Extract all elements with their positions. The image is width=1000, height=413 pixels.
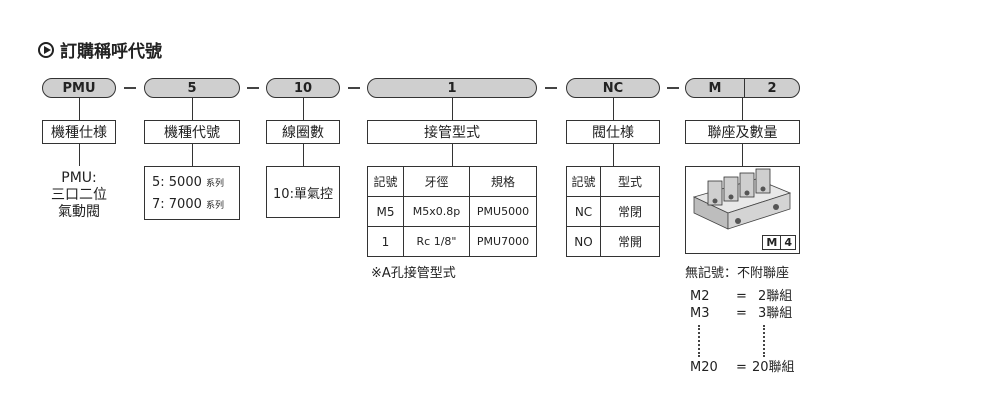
model-code-value: 5: 5000 <box>152 175 202 190</box>
table-header-cell: 型式 <box>600 166 660 197</box>
coil-text: 10:單氣控 <box>273 186 333 202</box>
header-valve: 閥仕様 <box>566 120 660 144</box>
model-code-value: 7: 7000 <box>152 197 202 212</box>
list-item-eq: = <box>736 306 747 321</box>
table-row: NC 常閉 <box>566 196 660 227</box>
table-cell: PMU7000 <box>469 226 537 257</box>
model-spec-line: 三口二位 <box>51 187 107 203</box>
connector <box>303 144 304 166</box>
pill-model: PMU <box>42 78 116 98</box>
table-cell: 常閉 <box>600 196 660 227</box>
table-cell: 常開 <box>600 226 660 257</box>
play-circle-icon <box>38 41 54 58</box>
manifold-label-m: M <box>763 236 782 249</box>
dash-separator <box>247 87 259 89</box>
header-manifold: 聯座及數量 <box>685 120 800 144</box>
list-item-code: M2 <box>690 289 710 304</box>
table-cell: 1 <box>367 226 404 257</box>
pill-manifold-m: M <box>686 79 745 97</box>
list-item-code: M3 <box>690 306 710 321</box>
header-port: 接管型式 <box>367 120 537 144</box>
list-item-value: 20聯組 <box>752 360 795 375</box>
header-model-code: 機種代號 <box>144 120 240 144</box>
list-item: M20 = 20聯組 <box>690 359 795 376</box>
connector <box>452 144 453 166</box>
pill-model-code: 5 <box>144 78 240 98</box>
section-title: 訂購稱呼代號 <box>38 37 162 62</box>
section-title-text: 訂購稱呼代號 <box>60 42 162 62</box>
list-item-eq: = <box>736 289 747 304</box>
manifold-illustration <box>692 168 792 230</box>
table-header-cell: 牙徑 <box>403 166 470 197</box>
table-header-cell: 記號 <box>566 166 601 197</box>
connector <box>192 144 193 166</box>
connector <box>303 98 304 120</box>
connector <box>79 98 80 120</box>
coil-box: 10:單氣控 <box>266 166 340 218</box>
connector <box>79 144 80 166</box>
manifold-label-n: 4 <box>784 236 792 249</box>
connector <box>613 144 614 166</box>
connector <box>192 98 193 120</box>
list-item-value: 2聯組 <box>758 289 793 304</box>
model-spec-line: PMU: <box>61 170 97 186</box>
list-item: M2 = 2聯組 <box>690 288 792 305</box>
valve-table: 記號 型式 NC 常閉 NO 常開 <box>566 166 660 257</box>
header-model-spec: 機種仕様 <box>42 120 116 144</box>
list-item: M3 = 3聯組 <box>690 305 792 322</box>
table-cell: PMU5000 <box>469 196 537 227</box>
dash-separator <box>348 87 360 89</box>
port-note: ※A孔接管型式 <box>371 266 456 281</box>
pill-manifold: M 2 <box>685 78 800 98</box>
table-header-row: 記號 型式 <box>566 166 660 197</box>
list-item-eq: = <box>736 360 747 375</box>
table-header-cell: 記號 <box>367 166 404 197</box>
manifold-list-last: M20 = 20聯組 <box>690 359 795 376</box>
manifold-no-mark: 無記號：不附聯座 <box>685 266 790 281</box>
header-coil: 線圈數 <box>266 120 340 144</box>
model-spec-text: PMU: 三口二位 氣動閥 <box>46 170 112 221</box>
list-item-code: M20 <box>690 360 718 375</box>
manifold-image: M 4 <box>685 166 800 254</box>
dash-separator <box>124 87 136 89</box>
table-row: 1 Rc 1/8" PMU7000 <box>367 226 537 257</box>
manifold-image-label: M 4 <box>762 235 796 250</box>
table-header-row: 記號 牙徑 規格 <box>367 166 537 197</box>
model-code-suffix: 系列 <box>206 201 225 211</box>
table-cell: NC <box>566 196 601 227</box>
table-cell: M5 <box>367 196 404 227</box>
connector <box>742 98 743 120</box>
pill-manifold-n: 2 <box>767 80 777 96</box>
ellipsis-dots-right <box>763 325 765 357</box>
model-code-box: 5: 5000 系列 7: 7000 系列 <box>144 166 240 220</box>
dash-separator <box>667 87 679 89</box>
ellipsis-dots-left <box>698 325 700 357</box>
connector <box>613 98 614 120</box>
pill-valve: NC <box>566 78 660 98</box>
model-code-row: 7: 7000 系列 <box>152 197 224 212</box>
model-code-row: 5: 5000 系列 <box>152 175 224 190</box>
table-row: M5 M5x0.8p PMU5000 <box>367 196 537 227</box>
manifold-list: M2 = 2聯組 M3 = 3聯組 <box>690 288 792 322</box>
pill-port: 1 <box>367 78 537 98</box>
table-header-cell: 規格 <box>469 166 537 197</box>
connector <box>452 98 453 120</box>
table-cell: NO <box>566 226 601 257</box>
table-cell: Rc 1/8" <box>403 226 470 257</box>
model-code-suffix: 系列 <box>206 179 225 189</box>
pill-coil: 10 <box>266 78 340 98</box>
connector <box>742 144 743 166</box>
model-spec-line: 氣動閥 <box>58 204 100 220</box>
dash-separator <box>545 87 557 89</box>
table-row: NO 常開 <box>566 226 660 257</box>
list-item-value: 3聯組 <box>758 306 793 321</box>
table-cell: M5x0.8p <box>403 196 470 227</box>
port-table: 記號 牙徑 規格 M5 M5x0.8p PMU5000 1 Rc 1/8" PM… <box>367 166 537 257</box>
